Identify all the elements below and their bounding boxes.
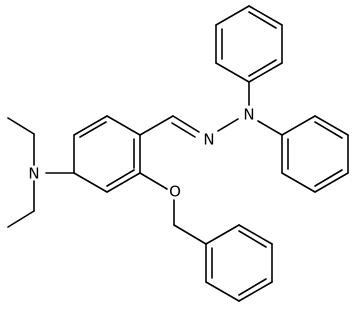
bond: [314, 115, 349, 136]
bond-ch-n-double: [172, 115, 200, 133]
bond-ethyl-upper: [7, 117, 35, 135]
bond: [248, 5, 283, 26]
amine-nitrogen-label: N: [28, 165, 39, 183]
bond: [205, 281, 240, 302]
diethylamino-group: N: [7, 117, 75, 228]
imine-nitrogen-label: N: [203, 131, 214, 149]
double-bond-inner: [238, 230, 267, 248]
double-bond-inner: [314, 169, 343, 187]
bond-ch2-to-phenyl: [173, 224, 207, 245]
bond: [215, 62, 250, 83]
bond: [106, 172, 141, 193]
bond-ring-to-o: [139, 172, 168, 190]
bond-n-to-right-phenyl: [257, 120, 283, 136]
hydrazine-nitrogen-label: N: [243, 106, 254, 124]
bond-ethyl-lower: [7, 210, 35, 228]
bond: [73, 115, 108, 136]
bond: [215, 5, 250, 26]
right-phenyl-ring: [257, 115, 349, 193]
double-bond-inner: [248, 11, 277, 29]
double-bond-inner: [314, 121, 343, 139]
double-bond-inner: [248, 59, 277, 77]
upper-phenyl-ring: [215, 5, 283, 106]
bond: [281, 115, 316, 136]
bond: [238, 224, 273, 245]
bond-ch-n-double-inner: [171, 122, 196, 138]
hydrazone-linkage: N N: [139, 106, 255, 149]
double-bond-inner: [106, 169, 135, 187]
bond-n-n: [217, 118, 239, 132]
ether-oxygen-label: O: [169, 183, 181, 201]
bond: [314, 172, 349, 193]
bond: [281, 172, 316, 193]
central-benzene-ring: [73, 115, 141, 193]
bond-ring-to-ch: [139, 115, 174, 136]
bond: [238, 281, 273, 302]
bond: [73, 172, 108, 193]
bond: [106, 115, 141, 136]
double-bond-inner: [238, 278, 267, 296]
benzyl-phenyl-ring: [205, 224, 273, 302]
benzyloxy-group: O: [139, 172, 207, 245]
double-bond-inner: [79, 121, 107, 138]
bond: [248, 62, 283, 83]
bond: [205, 224, 240, 245]
